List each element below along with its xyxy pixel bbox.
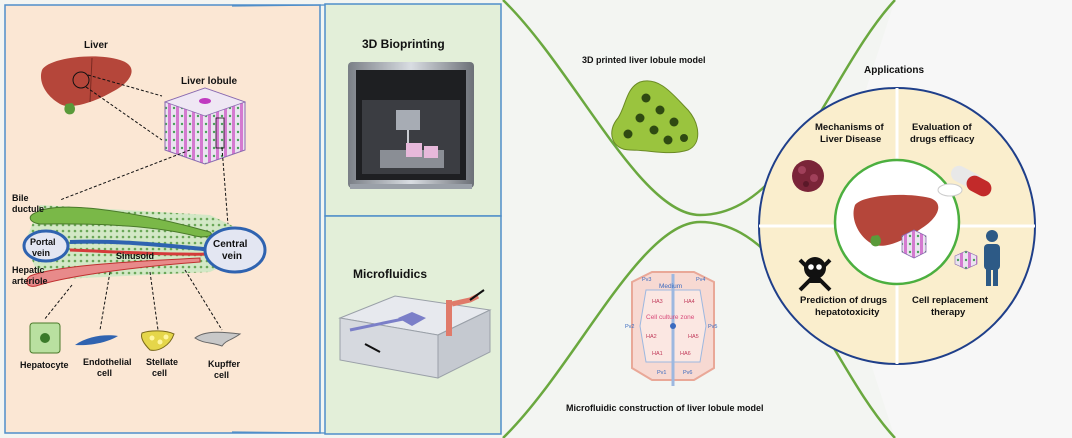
green-curve-bottom	[502, 220, 896, 438]
hepatic-arteriole	[26, 257, 201, 287]
kupffer-label-1: Kupffer	[208, 359, 240, 369]
liver-lobule-label: Liver lobule	[181, 76, 238, 87]
q3-label-line1: Prediction of drugs	[800, 295, 887, 306]
bioprinting-title: 3D Bioprinting	[362, 37, 445, 51]
chip-pv3-label: Pv3	[642, 277, 651, 283]
hepatic-arteriole-label-1: Hepatic	[12, 265, 45, 275]
hepatic-arteriole-label-2: arteriole	[12, 276, 48, 286]
chip-ha4-label: HA4	[684, 299, 695, 305]
kupffer-label-2: cell	[214, 370, 229, 380]
liver-icon	[40, 56, 132, 107]
sinusoid-red	[69, 248, 216, 256]
person-icon	[984, 230, 1000, 286]
kupffer-cell-icon	[194, 331, 242, 347]
stellate-lipid-1	[149, 335, 155, 341]
chip-ha1-label: HA1	[652, 351, 663, 357]
central-vein-label-2: vein	[222, 251, 242, 262]
hepatocyte-label: Hepatocyte	[20, 360, 69, 370]
bioprinter-icon	[348, 62, 474, 189]
stellate-lipid-2	[157, 339, 163, 345]
applications-title: Applications	[864, 65, 924, 76]
disease-tissue-icon	[792, 160, 824, 192]
printed-lobule-scaffold	[611, 80, 699, 154]
lobule-dash-2	[221, 147, 229, 226]
central-vein	[203, 226, 267, 274]
q2-label-line1: Evaluation of	[912, 122, 972, 133]
printed-model-caption: 3D printed liver lobule model	[582, 55, 706, 65]
zoom-dash-2	[85, 86, 163, 141]
stellate-lipid-3	[163, 334, 169, 340]
portal-vein-label-1: Portal	[30, 237, 56, 247]
sinusoid-label: Sinusoid	[116, 251, 154, 261]
zoom-line-top	[231, 4, 326, 7]
chip-ha3-label: HA3	[652, 299, 663, 305]
cell-dash-4	[184, 269, 223, 331]
chip-pv1-label: Pv1	[657, 370, 666, 376]
capsule-pill-icon	[937, 165, 992, 197]
chip-medium-label: Medium	[659, 283, 682, 290]
chip-pv5-label: Pv5	[708, 324, 717, 330]
sinusoid-channel	[69, 239, 216, 252]
chip-pv6-label: Pv6	[683, 370, 692, 376]
chip-pv2-label: Pv2	[625, 324, 634, 330]
skull-crossbones-icon	[798, 257, 832, 292]
microfluidic-chip-icon	[338, 289, 492, 379]
microfluidics-title: Microfluidics	[353, 267, 427, 281]
q3-label-line2: hepatotoxicity	[815, 307, 880, 318]
endothelial-label-2: cell	[97, 368, 112, 378]
cell-dash-1	[43, 284, 73, 321]
chip-zone-label: Cell culture zone	[646, 314, 695, 321]
microfluidic-caption: Microfluidic construction of liver lobul…	[566, 403, 764, 413]
zoom-line-bottom	[231, 431, 326, 434]
liver-ligament	[89, 57, 93, 103]
chip-ha5-label: HA5	[688, 334, 699, 340]
small-lobule-icon	[954, 250, 978, 270]
liver-lobule-block	[163, 87, 247, 165]
stellate-label-2: cell	[152, 368, 167, 378]
liver-zoom-circle	[72, 71, 90, 89]
q1-label-line1: Mechanisms of	[815, 122, 884, 133]
q1-label-line2: Liver Disease	[820, 134, 881, 145]
q4-label-line1: Cell replacement	[912, 295, 989, 306]
chip-ha2-label: HA2	[646, 334, 657, 340]
bile-ductule	[29, 206, 212, 238]
chip-ha6-label: HA6	[680, 351, 691, 357]
center-gallbladder-icon	[870, 235, 881, 247]
left-panel-frame	[4, 4, 321, 434]
microfluidic-lobule-chip	[631, 271, 715, 386]
bile-ductule-label-1: Bile	[12, 193, 29, 203]
portal-vein-label-2: vein	[32, 248, 50, 258]
endothelial-label-1: Endothelial	[83, 357, 132, 367]
chip-pv4-label: Pv4	[696, 277, 705, 283]
gallbladder-icon	[64, 103, 75, 115]
center-liver-icon	[853, 194, 939, 246]
q2-label-line2: drugs efficacy	[910, 134, 975, 145]
center-lobule-icon	[901, 229, 927, 259]
portal-vein	[22, 229, 70, 263]
hepatocyte-nucleus	[40, 333, 50, 343]
bile-ductule-label-2: ductule	[12, 204, 44, 214]
stellate-label-1: Stellate	[146, 357, 178, 367]
lobule-dash-1	[59, 149, 191, 201]
endothelial-cell-icon	[75, 335, 118, 346]
liver-label: Liver	[84, 40, 108, 51]
green-curve-top	[502, 0, 896, 217]
zoom-dash-1	[87, 74, 163, 97]
q4-label-line2: therapy	[931, 307, 966, 318]
central-vein-label-1: Central	[213, 239, 248, 250]
